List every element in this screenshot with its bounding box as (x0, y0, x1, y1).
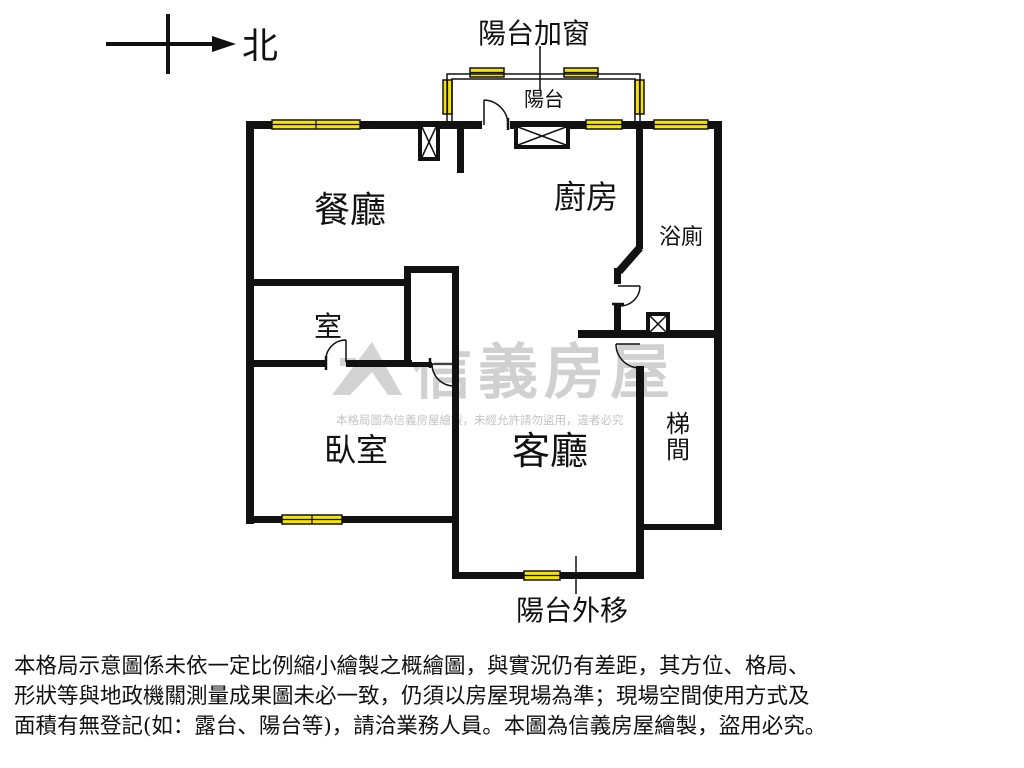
balcony-outline (446, 46, 641, 594)
wall-kitchen-stub2 (614, 305, 621, 333)
label-bedroom: 臥室 (324, 431, 388, 469)
wall-room-bottom-b (346, 360, 432, 367)
floor-plan: 北 信義房屋 本格局圖為信義房屋繪製，未經允許請勿盜用，違者必究 (106, 14, 722, 627)
duct-cross (649, 315, 667, 333)
door-swing (431, 363, 455, 387)
door-swing (483, 99, 509, 126)
north-label: 北 (242, 26, 278, 67)
label-balcony-moved: 陽台外移 (516, 594, 628, 627)
wall-right-bath (714, 121, 722, 341)
watermark-logo-icon (332, 342, 402, 395)
label-bath: 浴廁 (659, 225, 703, 250)
compass: 北 (106, 14, 278, 74)
wall-kitchen-stub (614, 268, 621, 284)
doors (324, 99, 641, 387)
wall-closet-left (404, 266, 411, 366)
watermark: 信義房屋 本格局圖為信義房屋繪製，未經允許請勿盜用，違者必究 (332, 338, 670, 427)
wall-living-left (452, 266, 459, 579)
door-room-icon (324, 339, 347, 370)
door-stair-icon (615, 343, 641, 369)
wall-top-left (246, 121, 482, 129)
wall-stair-left (636, 366, 644, 578)
label-balcony-window: 陽台加窗 (478, 17, 590, 50)
north-arrow-icon (212, 36, 236, 52)
fixtures (418, 123, 670, 336)
watermark-notice: 本格局圖為信義房屋繪製，未經允許請勿盜用，違者必究 (336, 413, 624, 427)
door-balcony-icon (483, 99, 510, 130)
wall-right-stair (714, 334, 722, 530)
door-bath-icon (612, 285, 641, 307)
door-bedroom-icon (428, 358, 455, 387)
disclaimer-text: 本格局示意圖係未依一定比例縮小繪製之概繪圖，與實況仍有差距，其方位、格局、 形狀… (14, 652, 1014, 742)
label-stair-2: 間 (666, 436, 690, 464)
disclaimer-line-2: 形狀等與地政機關測量成果圖未必一致，仍須以房屋現場為準；現場空間使用方式及 (14, 684, 810, 709)
label-balcony: 陽台 (524, 87, 564, 111)
door-swing (615, 343, 641, 369)
stove-cross (517, 126, 567, 146)
wall-closet-top (404, 266, 459, 273)
label-kitchen: 廚房 (554, 178, 618, 216)
label-room: 室 (314, 310, 342, 343)
wall-closet-inner (412, 274, 452, 362)
label-dining: 餐廳 (314, 190, 386, 231)
wall-kitchen-bath (636, 121, 643, 249)
balcony-inner-edge (451, 78, 636, 121)
label-living: 客廳 (512, 429, 588, 473)
wall-stair-bottom (640, 524, 722, 530)
label-stair-1: 梯 (666, 410, 690, 438)
wall-kitchen-angle (615, 246, 643, 274)
room-labels: 陽台加窗 陽台 餐廳 廚房 浴廁 室 臥室 客廳 梯 間 陽台外移 (314, 17, 703, 627)
wall-bedroom-bottom (246, 516, 459, 523)
disclaimer-line-1: 本格局示意圖係未依一定比例縮小繪製之概繪圖，與實況仍有差距，其方位、格局、 (14, 654, 810, 679)
door-swing (619, 285, 641, 307)
wall-room-bottom-a (246, 360, 326, 367)
disclaimer-line-3: 面積有無登記(如：露台、陽台等)，請洽業務人員。本圖為信義房屋繪製，盜用必究。 (14, 714, 827, 739)
wall-room-top (246, 279, 406, 286)
wall-left (246, 121, 254, 524)
balcony-edge (446, 73, 641, 121)
duct-cross (421, 126, 437, 158)
wall-stub-top (457, 121, 464, 173)
